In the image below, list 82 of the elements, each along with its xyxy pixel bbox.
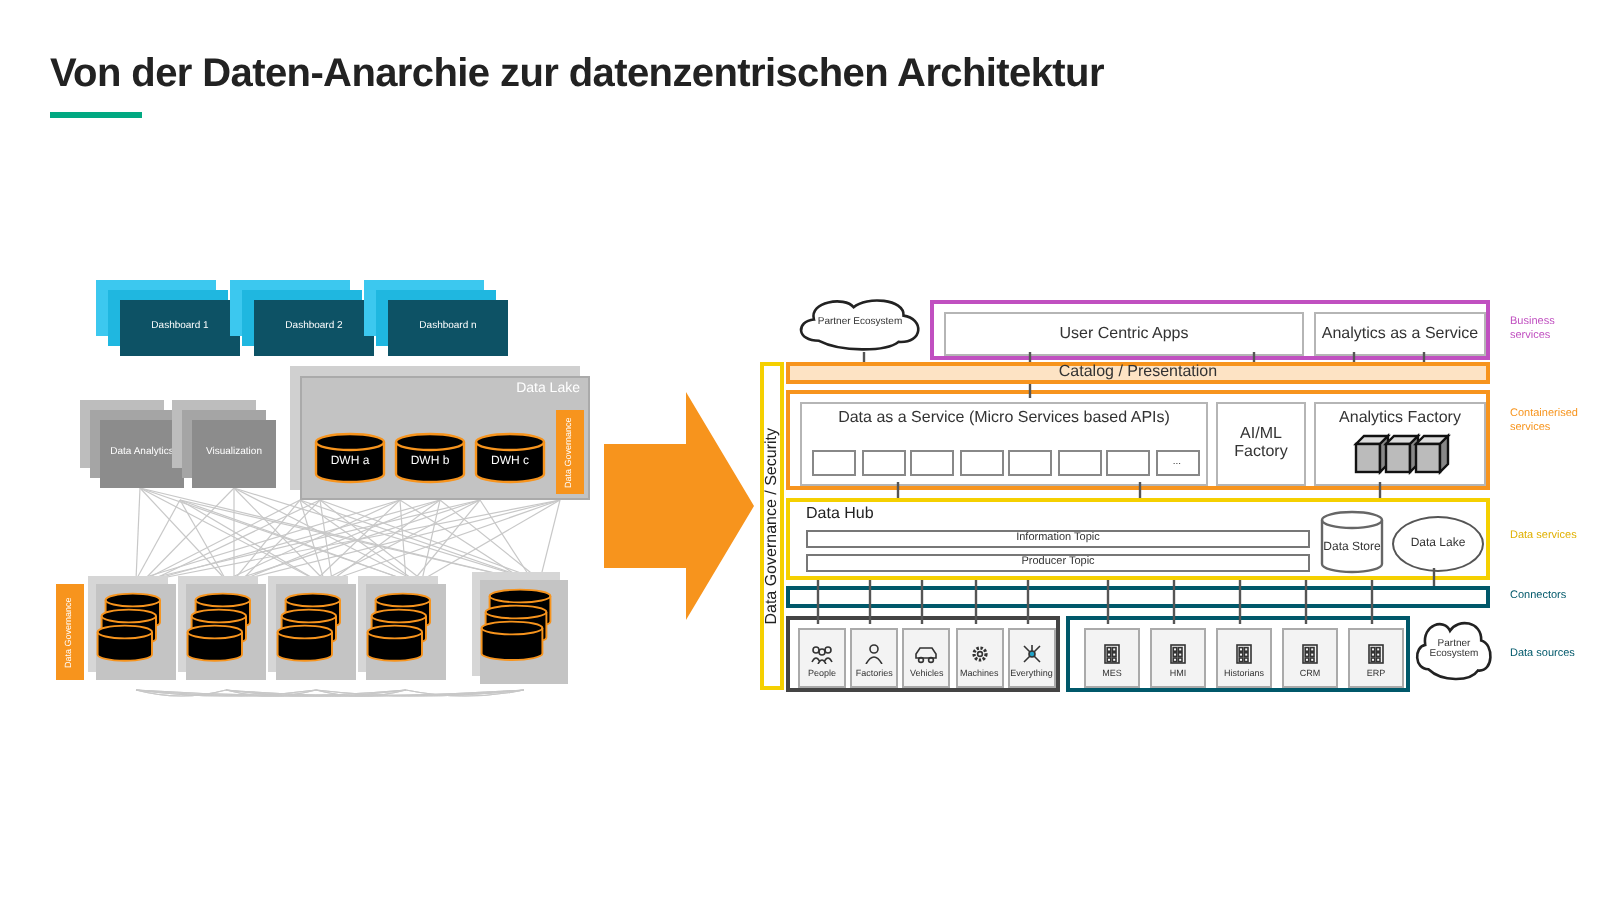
- source-box: [850, 628, 899, 688]
- cloud-shape: [796, 296, 924, 352]
- database-stack: [366, 584, 446, 680]
- api-box: [910, 450, 954, 476]
- connector-line: [896, 482, 900, 498]
- block-arrow: [604, 392, 754, 620]
- connector-line: [1106, 580, 1110, 624]
- connector-bar: [786, 586, 1490, 608]
- process-box: [100, 420, 184, 488]
- connector-line: [1238, 580, 1242, 624]
- topic-bar: [806, 554, 1310, 572]
- source-box: [1084, 628, 1140, 688]
- api-box: [1155, 450, 1199, 476]
- dashboard-box: [120, 300, 240, 356]
- source-box: [1150, 628, 1206, 688]
- connector-line: [1432, 568, 1436, 586]
- process-box: [192, 420, 276, 488]
- node-label: Data Governance / Security: [763, 427, 781, 625]
- node-label: AI/ML Factory: [1232, 426, 1290, 462]
- api-box: [812, 450, 856, 476]
- data-lake-ellipse: [1392, 516, 1484, 572]
- factory-box: [1314, 402, 1486, 486]
- data-hub-panel: [786, 498, 1490, 580]
- connector-line: [1026, 580, 1030, 624]
- source-box: [798, 628, 846, 688]
- node-label: User Centric Apps: [1059, 325, 1189, 343]
- app-box: [944, 312, 1304, 356]
- connector-line: [974, 580, 978, 624]
- connector-line: [1252, 352, 1256, 362]
- api-box: [959, 450, 1003, 476]
- service-box: [1314, 312, 1486, 356]
- connector-line: [1304, 580, 1308, 624]
- governance-bar: [760, 362, 784, 690]
- connector-line: [1422, 352, 1426, 362]
- source-box: [902, 628, 951, 688]
- connector-line: [862, 352, 866, 362]
- empty-box: [930, 300, 1490, 360]
- api-box: [1057, 450, 1101, 476]
- catalog-bar: [786, 362, 1490, 384]
- connector-line: [868, 580, 872, 624]
- database-stack: [186, 584, 266, 680]
- database-cylinder: [1320, 510, 1384, 574]
- source-box: [955, 628, 1004, 688]
- node-label: Analytics Factory: [1339, 410, 1461, 428]
- node-label: Catalog / Presentation: [1058, 364, 1218, 382]
- database-cylinder: [314, 432, 386, 484]
- connector-line: [1028, 384, 1032, 398]
- node-label: Analytics as a Service: [1321, 325, 1479, 343]
- source-box: [1216, 628, 1272, 688]
- service-panel: [800, 402, 1208, 486]
- api-box: [1106, 450, 1150, 476]
- database-cylinder: [394, 432, 466, 484]
- database-stack: [96, 584, 176, 680]
- api-box: [1008, 450, 1052, 476]
- dashboard-box: [254, 300, 374, 356]
- connector-line: [920, 580, 924, 624]
- database-stack: [480, 580, 568, 684]
- governance-box: [56, 584, 84, 680]
- connector-line: [1028, 352, 1032, 362]
- connector-line: [1352, 352, 1356, 362]
- api-box: [861, 450, 905, 476]
- connector-line: [1172, 580, 1176, 624]
- empty-box: [1066, 616, 1410, 692]
- source-box: [1282, 628, 1338, 688]
- connector-line: [1370, 580, 1374, 624]
- topic-bar: [806, 530, 1310, 548]
- database-stack: [276, 584, 356, 680]
- dashboard-box: [388, 300, 508, 356]
- source-box: [1348, 628, 1404, 688]
- empty-box: [786, 616, 1060, 692]
- node-label: Data as a Service (Micro Services based APIs): [838, 410, 1170, 428]
- empty-box: [786, 390, 1490, 490]
- node-label: Data Hub: [806, 506, 874, 524]
- governance-box: [556, 410, 584, 494]
- source-box: [1007, 628, 1056, 688]
- cloud-shape: [1414, 618, 1494, 682]
- factory-box: [1216, 402, 1306, 486]
- connector-line: [1378, 482, 1382, 498]
- database-cylinder: [474, 432, 546, 484]
- connector-line: [816, 580, 820, 624]
- connector-line: [1138, 482, 1142, 498]
- slide-title: Von der Daten-Anarchie zur datenzentrischen Architektur: [50, 52, 1104, 98]
